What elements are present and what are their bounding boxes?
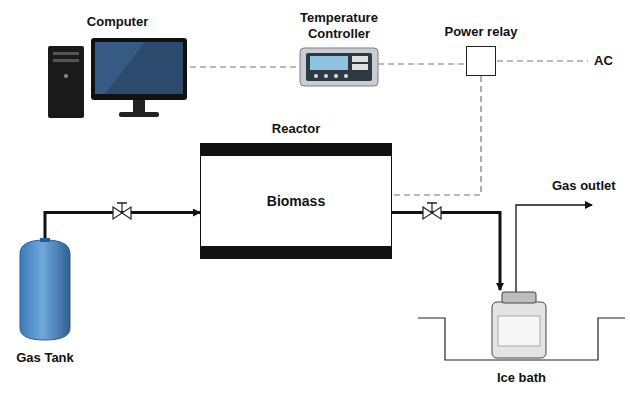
power-relay-box-shape	[466, 46, 496, 76]
ac-wire	[497, 60, 588, 61]
valve-symbol	[113, 203, 131, 219]
temperature-controller-shape	[300, 48, 378, 86]
ice-bath-shape	[418, 290, 625, 362]
reactor-box: ReactorBiomass	[200, 143, 392, 259]
power-relay-box: Power relay	[466, 46, 496, 76]
control-wire	[392, 76, 481, 195]
gas-pipe	[45, 213, 200, 238]
node-heading: Computer	[87, 14, 148, 30]
valve-symbol	[423, 203, 441, 219]
power-source-label: AC	[594, 53, 613, 69]
node-text: Biomass	[267, 193, 325, 209]
node-heading: Reactor	[272, 121, 320, 137]
gas-tank-shape	[18, 238, 72, 342]
node-heading: Gas Tank	[16, 350, 74, 366]
gas-tank: Gas Tank	[18, 238, 72, 342]
control-wire	[190, 66, 300, 67]
gas-outlet-line	[516, 205, 592, 292]
control-wire	[378, 63, 466, 64]
ice-bath: Ice bath	[418, 290, 625, 362]
computer-icon: Computer	[45, 36, 190, 120]
outlet-label: Gas outlet	[552, 178, 616, 194]
temperature-controller: Temperature Controller	[300, 48, 378, 86]
gas-pipe	[392, 213, 500, 290]
node-heading: Ice bath	[497, 370, 546, 386]
node-heading: Temperature Controller	[289, 10, 389, 42]
node-heading: Power relay	[445, 24, 518, 40]
computer-icon-shape	[45, 36, 190, 120]
